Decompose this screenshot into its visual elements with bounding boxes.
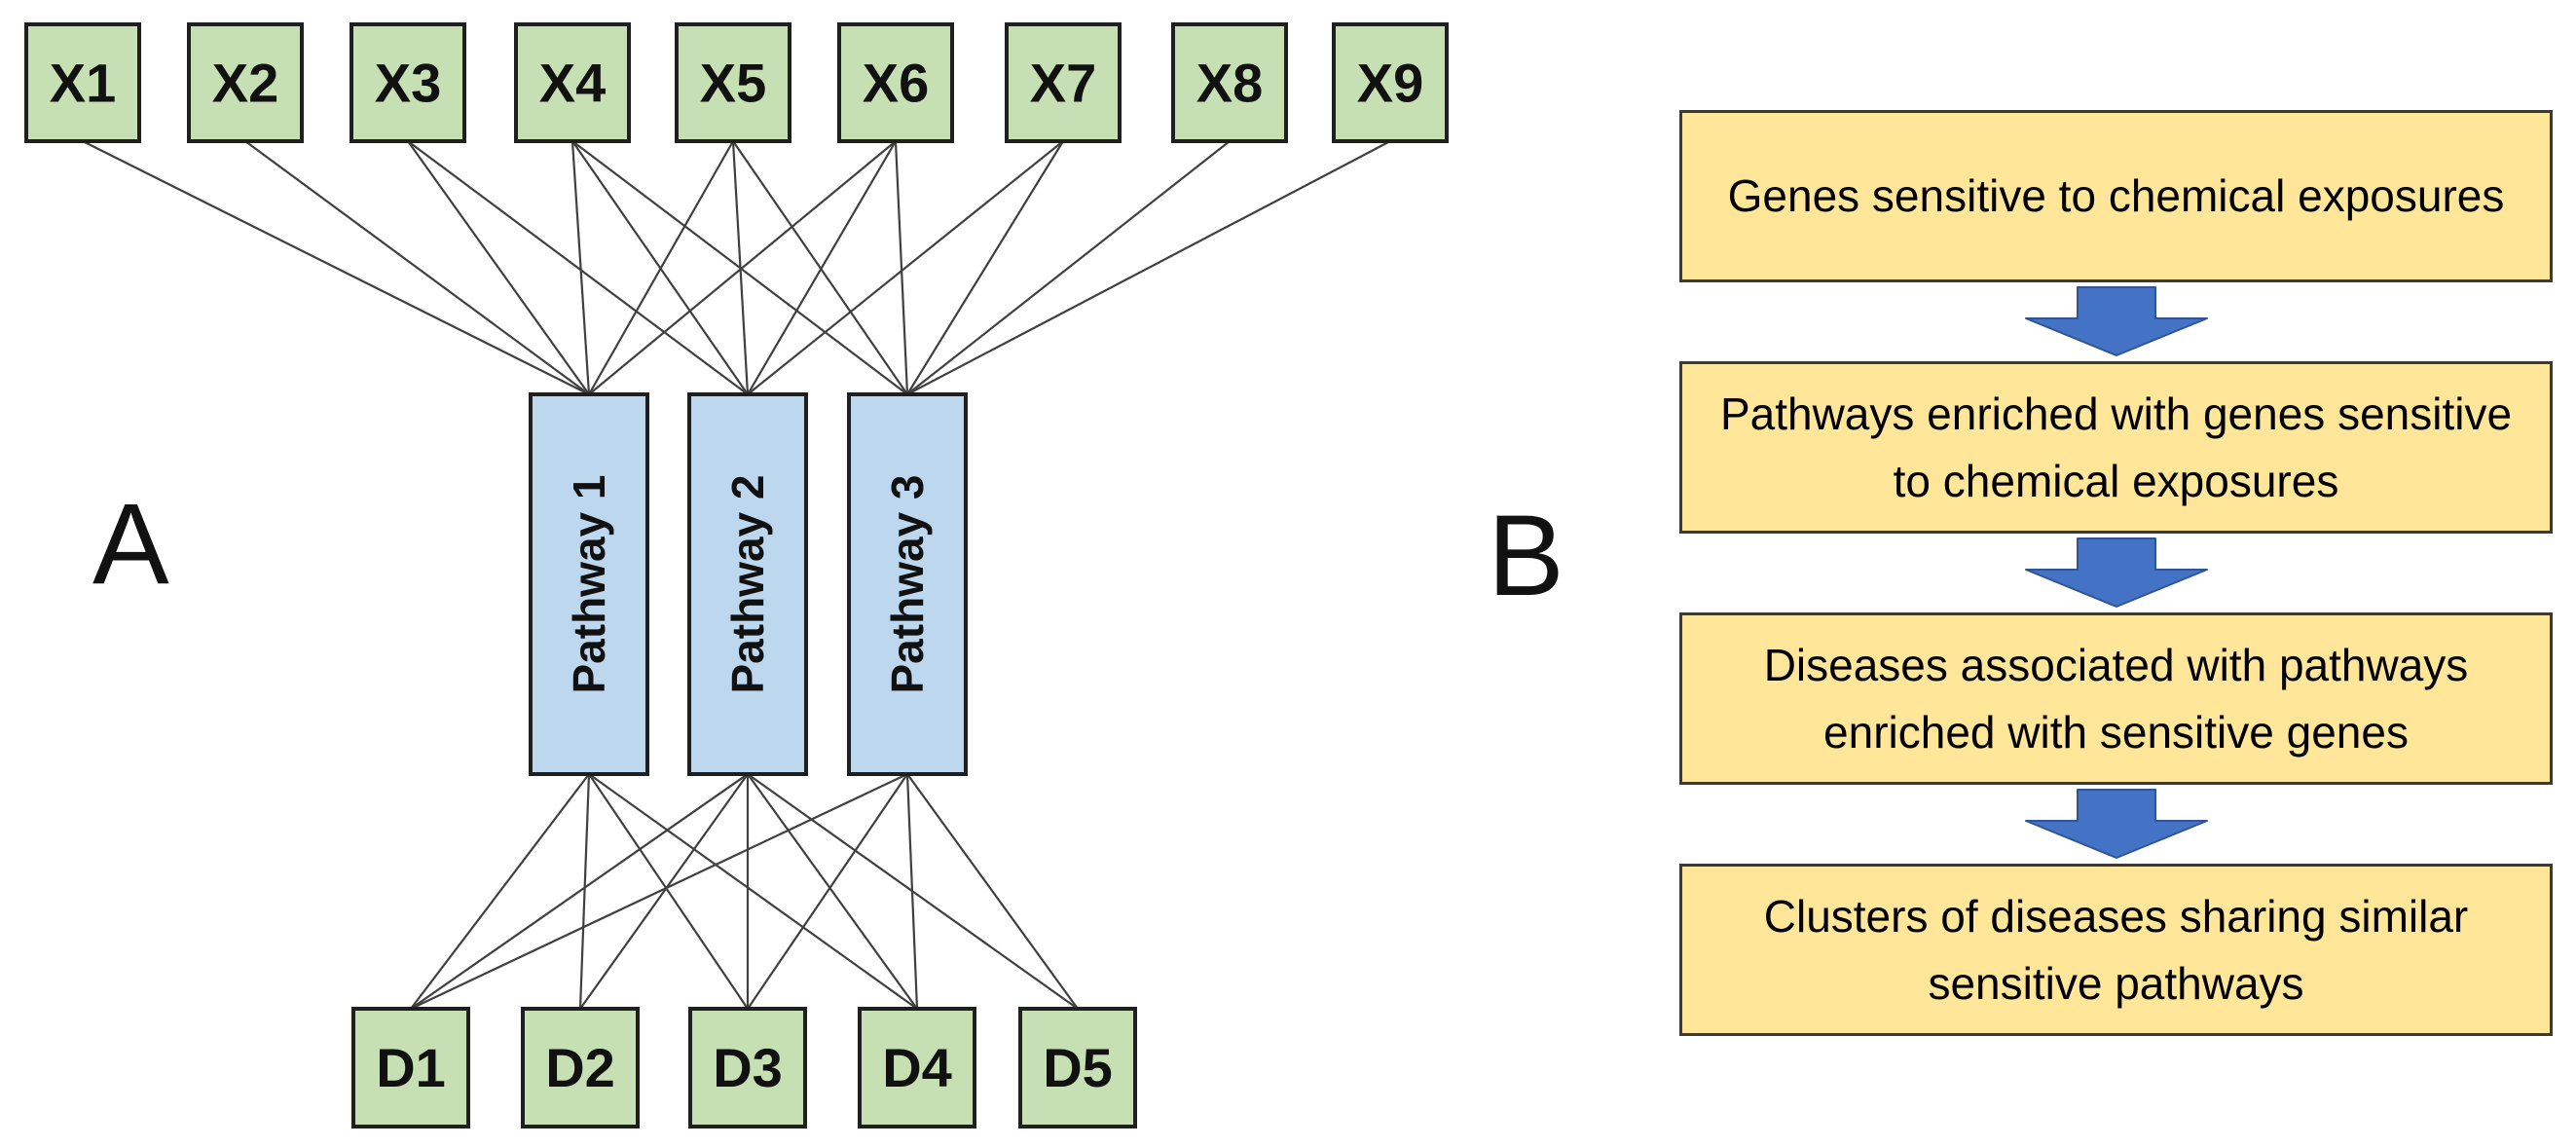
- edge-X6-P2: [747, 140, 897, 395]
- edge-P2-D1: [410, 773, 749, 1010]
- down-arrow-icon: [2024, 286, 2208, 356]
- edge-P1-D2: [578, 773, 591, 1010]
- edge-X8-P3: [906, 140, 1231, 395]
- d-node-label-D5: D5: [1043, 1037, 1113, 1098]
- d-node-box-D2: [521, 1007, 640, 1128]
- x-node-box-X2: [187, 22, 304, 143]
- d-node-box-D1: [351, 1007, 470, 1128]
- edge-P2-D4: [747, 773, 918, 1010]
- d-node-box-D4: [858, 1007, 976, 1128]
- down-arrow-icon: [2024, 789, 2208, 859]
- pathway-box-P1: [529, 392, 649, 776]
- edge-X2-P1: [244, 140, 590, 395]
- edge-X7-P2: [747, 140, 1064, 395]
- edge-X6-P3: [894, 140, 909, 395]
- flow-step-1: Genes sensitive to chemical exposures: [1679, 110, 2553, 282]
- d-node-label-D4: D4: [882, 1037, 952, 1098]
- edge-P1-D1: [410, 773, 590, 1010]
- edge-X7-P3: [906, 140, 1064, 395]
- panel-a-label: A: [92, 480, 169, 609]
- edge-X6-P1: [588, 140, 897, 395]
- edge-P2-D2: [579, 773, 749, 1010]
- pathway-label-P3: Pathway 3: [882, 475, 933, 694]
- down-arrow-icon: [2024, 537, 2208, 608]
- x-node-box-X8: [1171, 22, 1288, 143]
- d-node-label-D3: D3: [713, 1037, 783, 1098]
- x-node-label-X3: X3: [375, 53, 442, 114]
- flow-step-2: Pathways enriched with genes sensitive t…: [1679, 361, 2553, 534]
- x-node-label-X2: X2: [212, 53, 279, 114]
- edge-X3-P1: [407, 140, 590, 395]
- edge-P3-D1: [410, 773, 908, 1010]
- d-node-label-D1: D1: [376, 1037, 446, 1098]
- panel-b-label: B: [1488, 492, 1564, 620]
- edge-P3-D3: [747, 773, 908, 1010]
- x-node-label-X5: X5: [700, 53, 767, 114]
- x-node-label-X8: X8: [1196, 53, 1264, 114]
- x-node-box-X5: [675, 22, 791, 143]
- pathway-box-P3: [847, 392, 968, 776]
- flow-step-4: Clusters of diseases sharing similar sen…: [1679, 864, 2553, 1036]
- edge-P3-D4: [905, 773, 919, 1010]
- pathway-label-P2: Pathway 2: [722, 475, 773, 694]
- edge-X1-P1: [82, 140, 590, 395]
- flow-step-3: Diseases associated with pathways enrich…: [1679, 612, 2553, 785]
- d-node-box-D3: [688, 1007, 807, 1128]
- x-node-label-X9: X9: [1357, 53, 1424, 114]
- edge-X5-P1: [588, 140, 734, 395]
- d-node-box-D5: [1018, 1007, 1137, 1128]
- x-node-box-X7: [1005, 22, 1122, 143]
- edge-X4-P1: [570, 140, 591, 395]
- edge-P1-D3: [588, 773, 749, 1010]
- edge-X9-P3: [906, 140, 1391, 395]
- x-node-box-X6: [837, 22, 954, 143]
- d-node-label-D2: D2: [545, 1037, 615, 1098]
- edge-X5-P3: [732, 140, 908, 395]
- x-node-label-X6: X6: [863, 53, 930, 114]
- x-node-box-X4: [514, 22, 631, 143]
- pathway-box-P2: [687, 392, 808, 776]
- edge-X5-P2: [731, 140, 750, 395]
- edge-P1-D4: [588, 773, 918, 1010]
- x-node-box-X3: [350, 22, 466, 143]
- pathway-label-P1: Pathway 1: [564, 475, 614, 694]
- x-node-box-X1: [24, 22, 141, 143]
- x-node-label-X7: X7: [1030, 53, 1097, 114]
- edge-X3-P2: [407, 140, 749, 395]
- x-node-box-X9: [1332, 22, 1449, 143]
- edge-P3-D5: [906, 773, 1079, 1010]
- x-node-label-X1: X1: [50, 53, 117, 114]
- x-node-label-X4: X4: [539, 53, 607, 114]
